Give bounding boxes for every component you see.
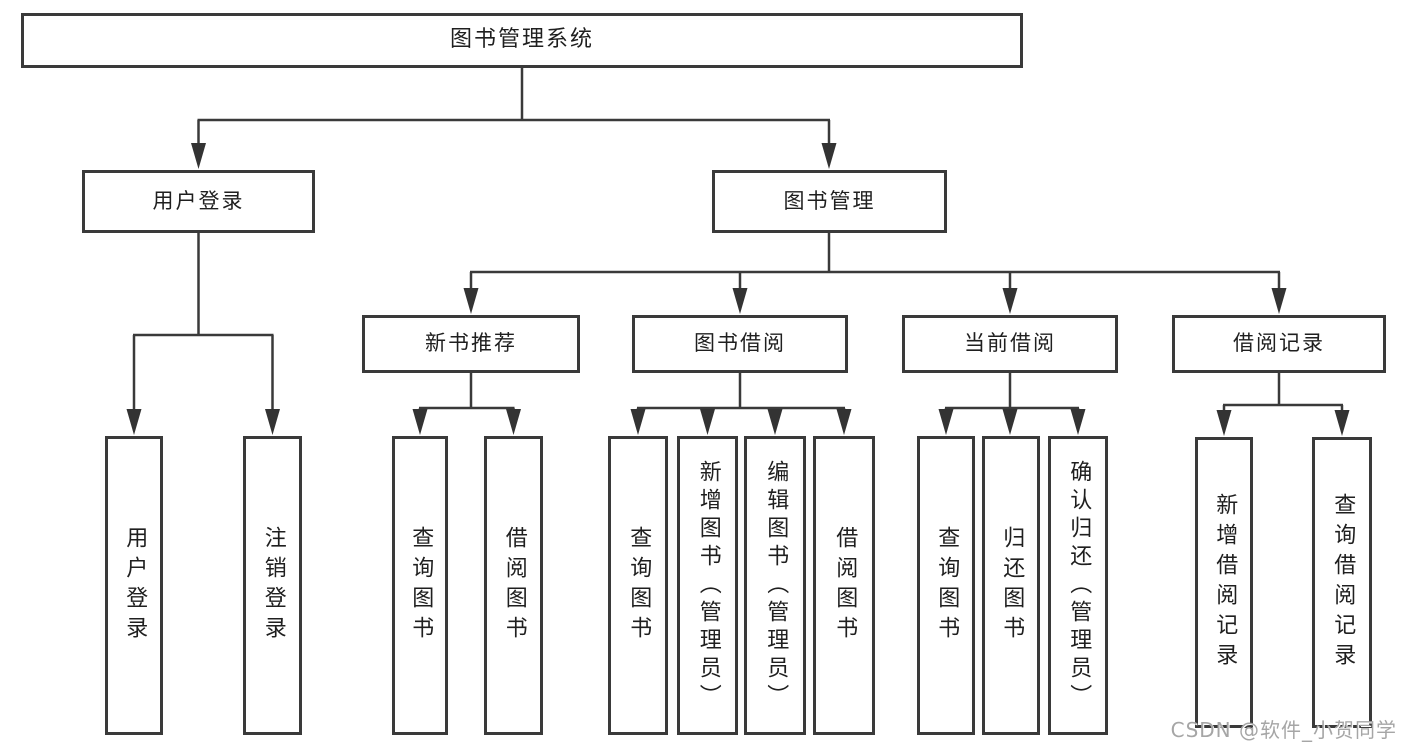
node-leaf-edit-book-admin: 编辑图书（管理员）	[744, 436, 806, 735]
node-leaf-add-book-admin: 新增图书（管理员）	[677, 436, 738, 735]
node-current-borrowing: 当前借阅	[902, 315, 1118, 373]
arrowhead-icons	[126, 143, 1350, 436]
node-leaf-borrow-book: 借阅图书	[813, 436, 875, 735]
node-library-system: 图书管理系统	[21, 13, 1023, 68]
csdn-watermark: CSDN @软件_小贺同学	[1170, 718, 1397, 742]
node-leaf-query-book-borrow: 查询图书	[608, 436, 668, 735]
node-borrowing-records: 借阅记录	[1172, 315, 1386, 373]
node-leaf-logout: 注销登录	[243, 436, 302, 735]
node-leaf-return-book: 归还图书	[982, 436, 1040, 735]
node-leaf-query-book-current: 查询图书	[917, 436, 975, 735]
node-leaf-confirm-return-admin: 确认归还（管理员）	[1048, 436, 1108, 735]
node-new-book-recommendation: 新书推荐	[362, 315, 580, 373]
node-leaf-add-borrow-record: 新增借阅记录	[1195, 437, 1253, 728]
node-leaf-query-book-rec: 查询图书	[392, 436, 448, 735]
node-user-login: 用户登录	[82, 170, 315, 233]
node-book-management: 图书管理	[712, 170, 947, 233]
node-leaf-query-borrow-record: 查询借阅记录	[1312, 437, 1372, 728]
node-leaf-user-login: 用户登录	[105, 436, 163, 735]
node-book-borrowing: 图书借阅	[632, 315, 848, 373]
node-leaf-borrow-book-rec: 借阅图书	[484, 436, 543, 735]
